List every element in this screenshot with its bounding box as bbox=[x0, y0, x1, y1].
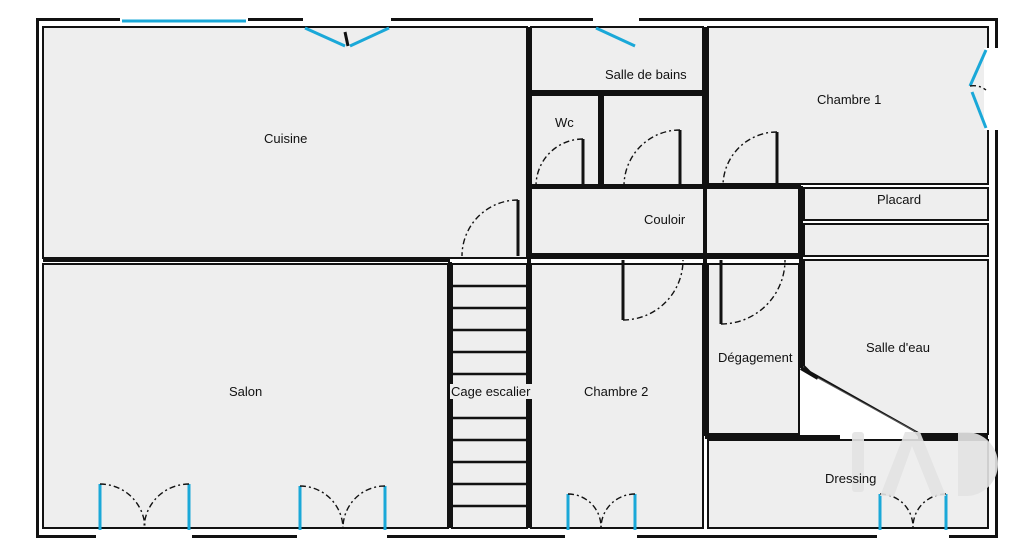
room-label-cuisine: Cuisine bbox=[264, 131, 308, 146]
salle-d-eau-partition bbox=[817, 377, 917, 433]
room-couloir bbox=[530, 187, 800, 255]
window-cuisine-left-leaf bbox=[304, 26, 346, 48]
room-chambre-1 bbox=[707, 26, 989, 185]
room-placard bbox=[803, 187, 989, 221]
window-cuisine-right-leaf bbox=[349, 26, 390, 48]
room-label-couloir: Couloir bbox=[644, 212, 686, 227]
room-salon bbox=[42, 263, 449, 529]
room-label-salle-de-bains: Salle de bains bbox=[605, 67, 687, 82]
room-label-wc: Wc bbox=[555, 115, 574, 130]
room-label-cage-escalier: Cage escalier bbox=[450, 384, 532, 399]
watermark-logo bbox=[852, 432, 998, 496]
stair-treads bbox=[452, 284, 527, 508]
room-degagement bbox=[707, 263, 800, 435]
room-label-dressing: Dressing bbox=[825, 471, 877, 486]
room-wc bbox=[530, 94, 600, 187]
room-label-chambre-1: Chambre 1 bbox=[817, 92, 882, 107]
room-label-salon: Salon bbox=[229, 384, 263, 399]
room-label-salle-d-eau: Salle d'eau bbox=[866, 340, 930, 355]
window-chambre1-bottom-leaf bbox=[970, 91, 988, 129]
room-wc-bains-lower bbox=[602, 94, 704, 187]
windows bbox=[98, 19, 988, 530]
window-bains-leaf bbox=[595, 26, 636, 48]
room-label-degagement: Dégagement bbox=[718, 350, 793, 365]
room-label-placard: Placard bbox=[877, 192, 922, 207]
room-strip bbox=[803, 223, 989, 257]
window-chambre1-top-leaf bbox=[968, 49, 988, 87]
room-chambre-2 bbox=[530, 263, 704, 529]
interior-walls bbox=[43, 27, 988, 528]
door-leaves bbox=[343, 31, 779, 324]
room-label-chambre-2: Chambre 2 bbox=[584, 384, 649, 399]
